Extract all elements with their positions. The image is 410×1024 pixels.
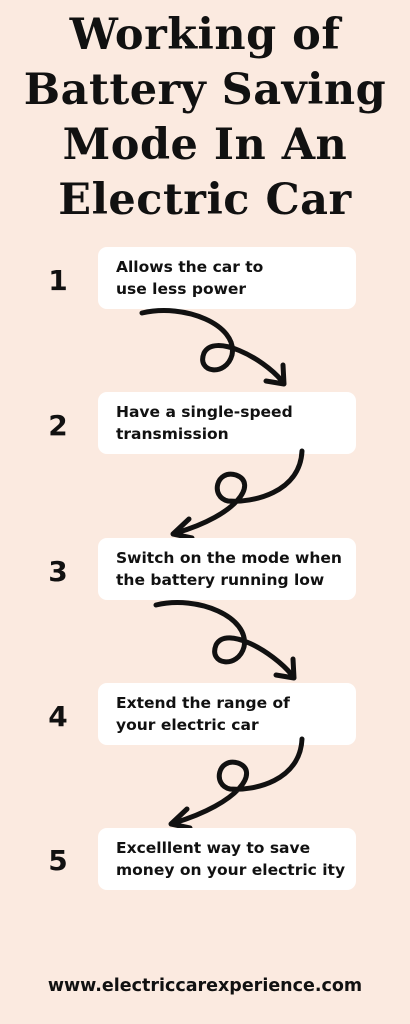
step-number-4: 4 — [48, 700, 68, 733]
curly-arrow-left-icon — [168, 736, 305, 831]
step-number-5: 5 — [48, 844, 68, 877]
step-number-1: 1 — [48, 264, 68, 297]
curly-arrow-left-icon — [170, 448, 305, 541]
step-text-line: Extend the range of — [116, 694, 290, 712]
step-text-line: Have a single-speed — [116, 403, 293, 421]
step-text-line: use less power — [116, 280, 247, 298]
title-line: Mode In An — [62, 120, 348, 170]
step-text-line: Excelllent way to save — [116, 839, 311, 857]
step-text-line: your electric car — [116, 716, 259, 734]
curly-arrow-right-icon — [139, 308, 287, 387]
title-line: Battery Saving — [23, 65, 387, 115]
step-text-line: money on your electric ity — [116, 861, 346, 879]
step-text-line: transmission — [116, 425, 229, 443]
step-number-2: 2 — [48, 409, 68, 442]
title-line: Working of — [69, 10, 341, 60]
website-url: www.electriccarexperience.com — [47, 976, 363, 996]
step-text-line: Allows the car to — [116, 258, 264, 276]
curly-arrow-right-icon — [153, 600, 297, 681]
page-title: Working of Battery Saving Mode In An Ele… — [0, 8, 410, 228]
step-card-1: Allows the car to use less power — [98, 247, 356, 309]
step-card-5: Excelllent way to save money on your ele… — [98, 828, 356, 890]
step-card-3: Switch on the mode when the battery runn… — [98, 538, 356, 600]
title-line: Electric Car — [58, 175, 352, 225]
step-text-line: the battery running low — [116, 571, 325, 589]
step-card-4: Extend the range of your electric car — [98, 683, 356, 745]
step-card-2: Have a single-speed transmission — [98, 392, 356, 454]
step-text-line: Switch on the mode when — [116, 549, 342, 567]
step-number-3: 3 — [48, 555, 68, 588]
